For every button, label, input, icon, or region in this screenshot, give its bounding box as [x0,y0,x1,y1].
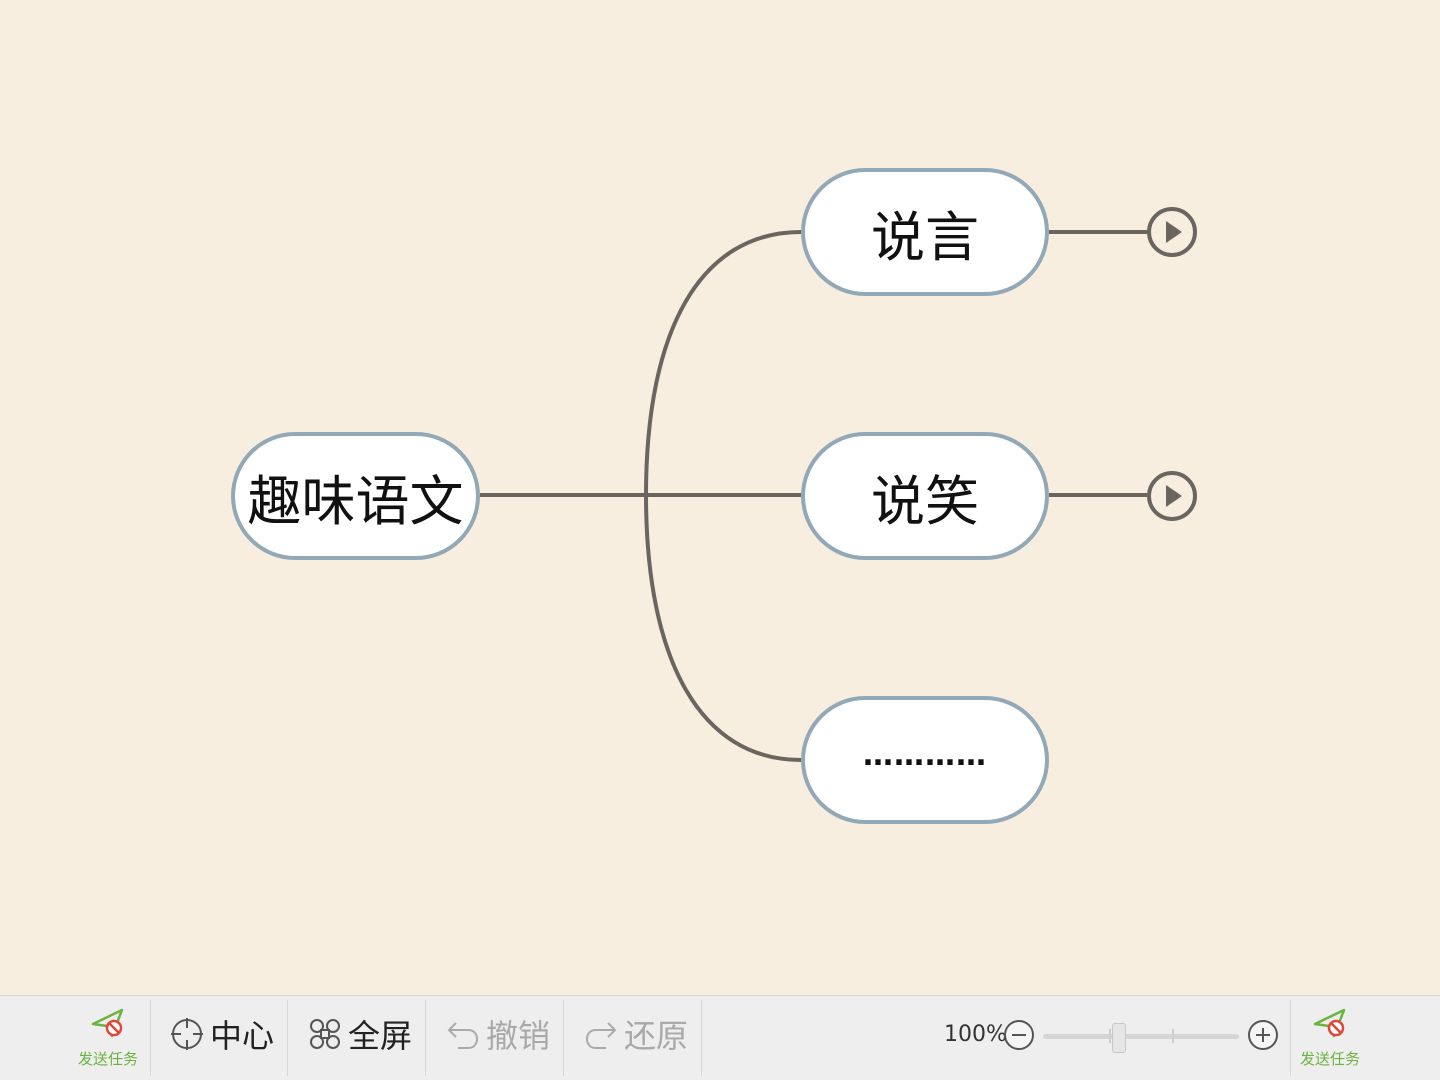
redo-icon [585,1022,617,1049]
zoom-tick [1172,1029,1174,1043]
fullscreen-icon [310,1019,340,1049]
send-task-right-button[interactable]: 发送任务 [1298,1004,1362,1070]
center-label: 中心 [210,1017,275,1055]
topic-label-3: ………… [863,737,987,773]
fullscreen-button[interactable]: 全屏 [308,1008,412,1060]
redo-button[interactable]: 还原 [584,1008,688,1060]
bottom-toolbar: 发送任务 中心 全屏 撤销 [0,995,1440,1080]
zoom-tick [1109,1029,1111,1043]
toolbar-divider [287,1000,288,1076]
zoom-out-icon[interactable] [1002,1018,1036,1052]
center-button[interactable]: 中心 [170,1008,274,1060]
topic-node-2[interactable]: 说笑 [801,432,1049,560]
zoom-slider-thumb[interactable] [1112,1023,1127,1053]
toolbar-divider [150,1000,151,1076]
toolbar-divider [701,1000,702,1076]
undo-label: 撤销 [486,1017,551,1055]
undo-button[interactable]: 撤销 [446,1008,550,1060]
zoom-percent-label: 100% [944,1022,1007,1047]
fullscreen-label: 全屏 [348,1017,413,1055]
connector-branch-3 [644,494,802,762]
toolbar-divider [563,1000,564,1076]
toolbar-divider [425,1000,426,1076]
connector-branch-1 [644,230,802,496]
crosshair-icon [171,1018,203,1050]
mindmap-connectors [480,230,1147,762]
expand-arrow-icon[interactable] [1147,207,1197,257]
mindmap-canvas[interactable]: 趣味语文 说言 说笑 ………… [0,0,1440,995]
topic-node-3[interactable]: ………… [801,696,1049,824]
send-task-left-button[interactable]: 发送任务 [76,1004,140,1070]
send-task-label: 发送任务 [77,1050,138,1068]
root-topic-node[interactable]: 趣味语文 [231,432,480,560]
undo-icon [447,1022,479,1049]
send-task-label: 发送任务 [1299,1050,1360,1068]
topic-label-1: 说言 [871,205,979,269]
expand-arrow-icon[interactable] [1147,471,1197,521]
zoom-in-icon[interactable] [1246,1018,1280,1052]
toolbar-divider [1290,1000,1291,1076]
topic-label-2: 说笑 [871,469,979,533]
topic-node-1[interactable]: 说言 [801,168,1049,296]
send-task-icon [1313,1008,1346,1038]
root-topic-label: 趣味语文 [247,469,464,533]
redo-label: 还原 [624,1017,689,1055]
send-task-icon [91,1008,124,1038]
zoom-slider-track[interactable] [1043,1034,1239,1039]
